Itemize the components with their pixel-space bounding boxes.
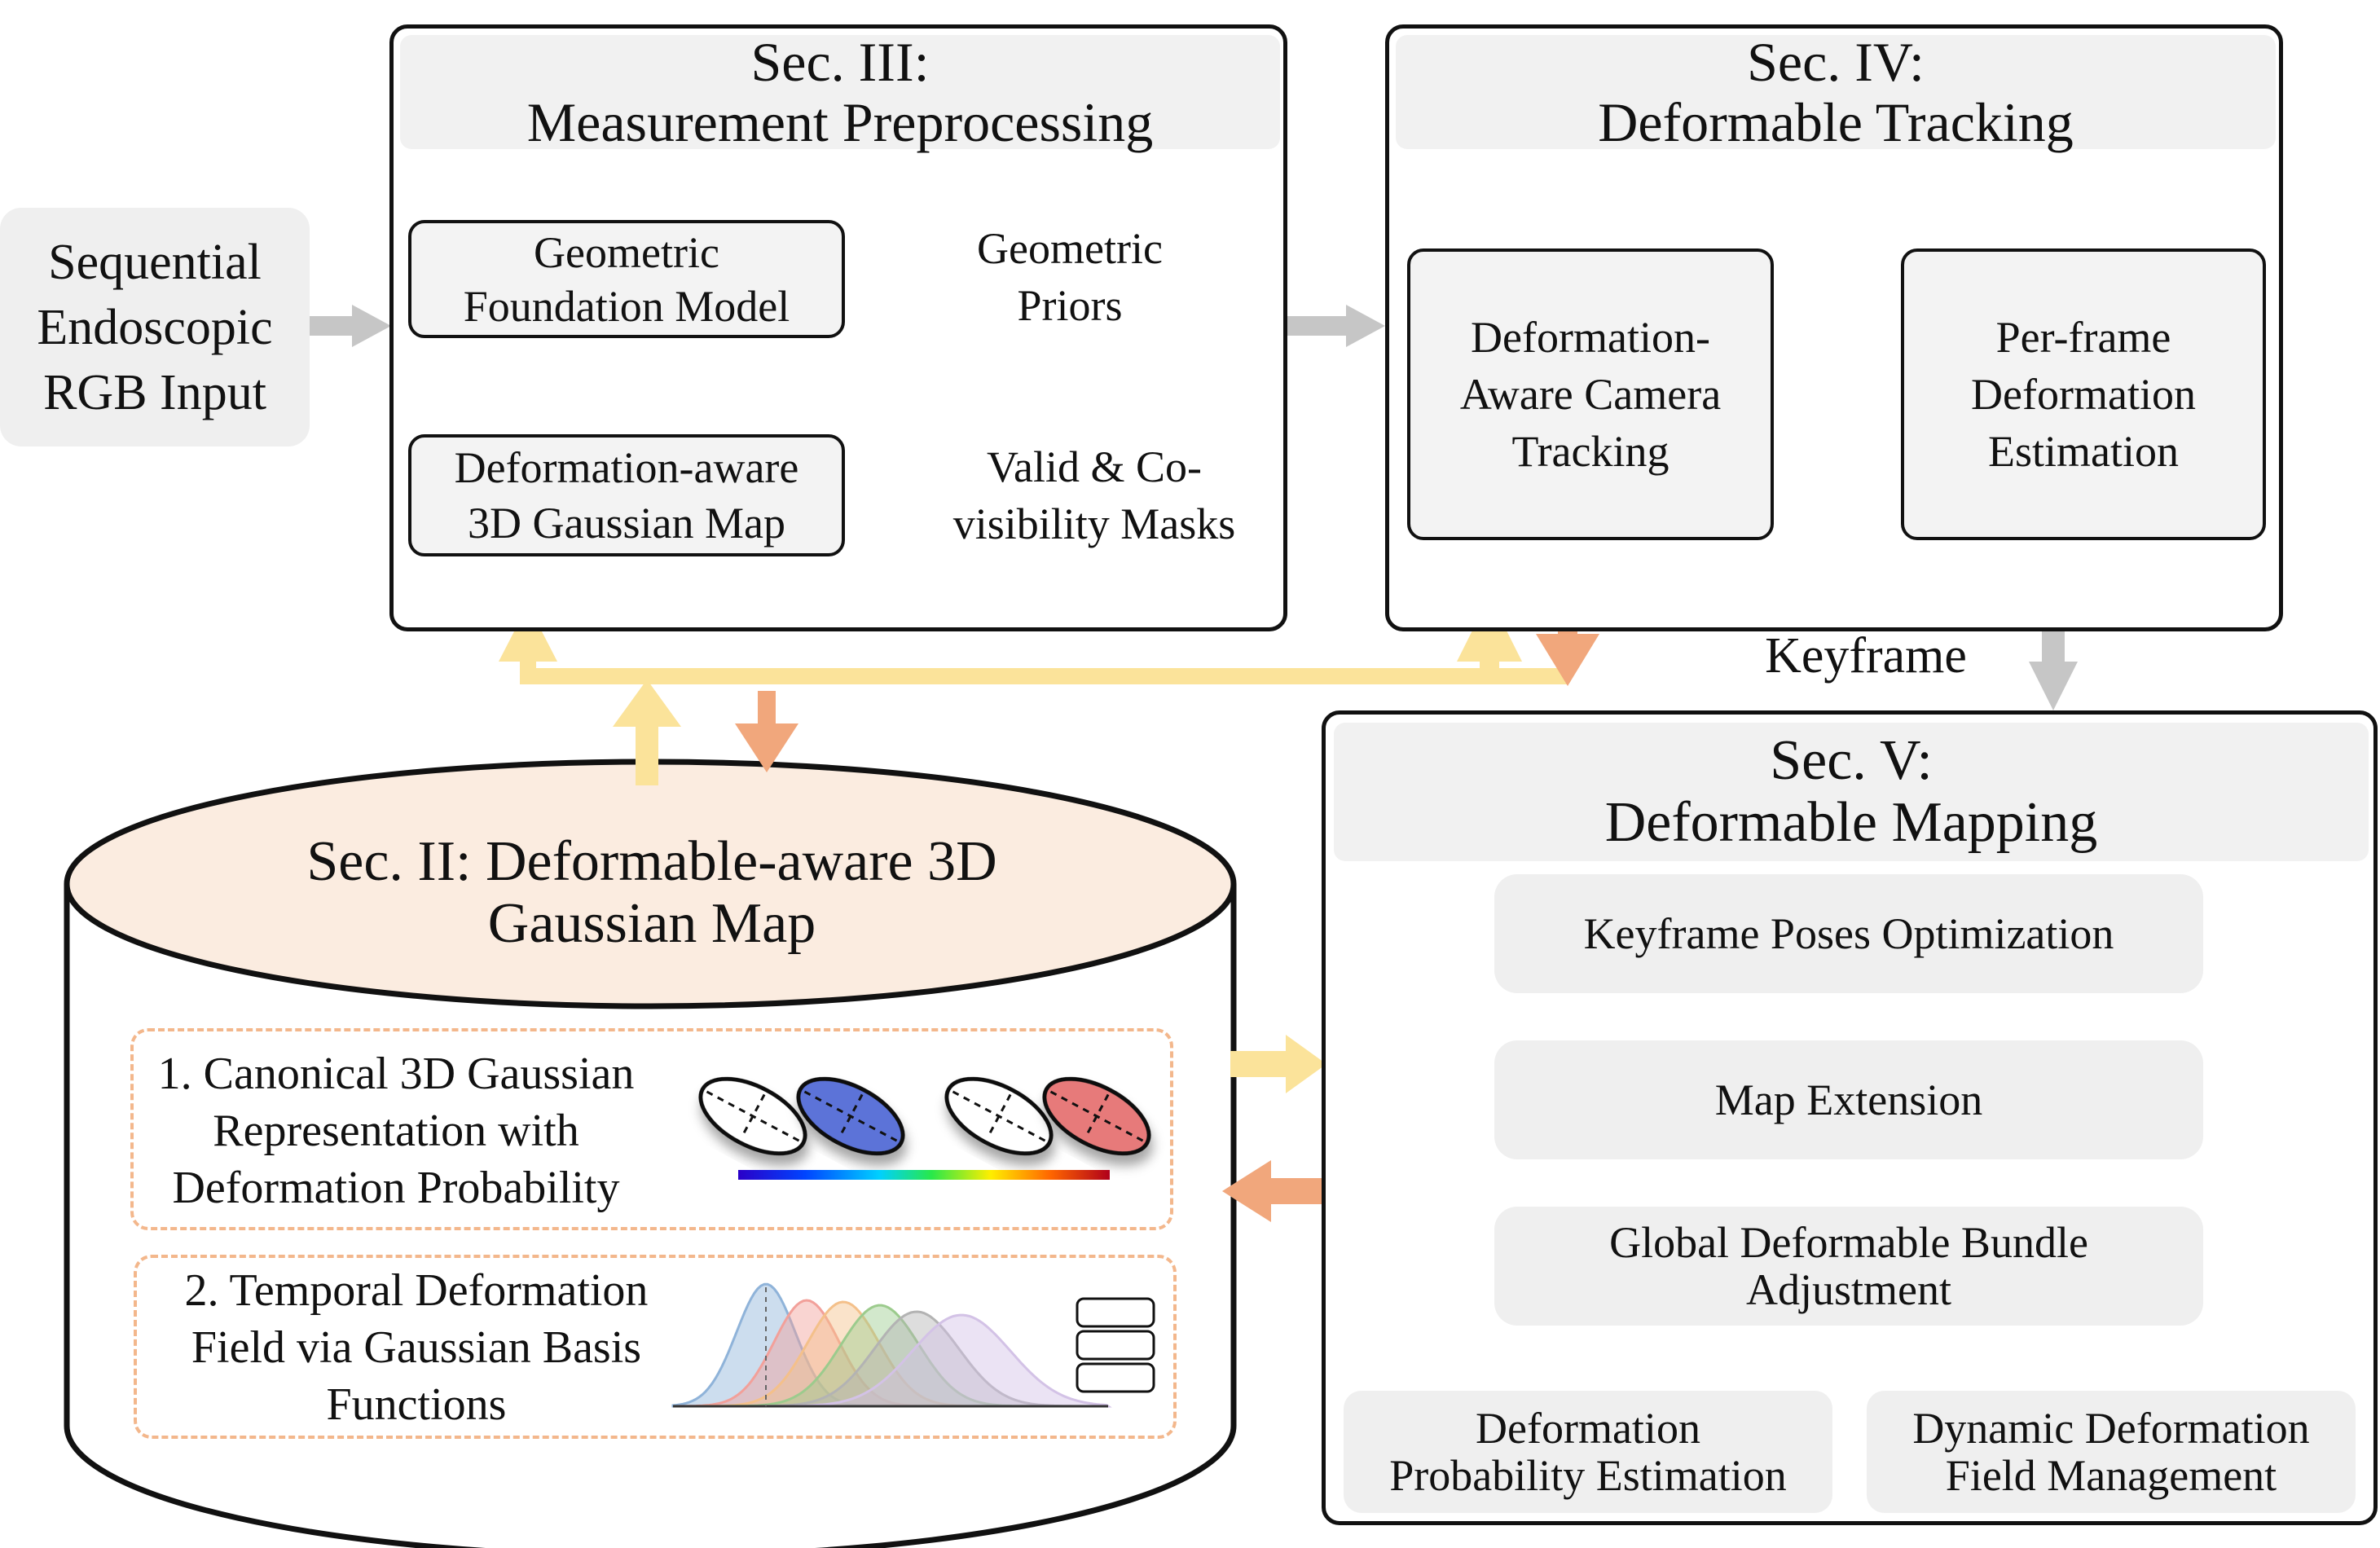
- geometric-priors-label: Geometric Priors: [977, 224, 1163, 330]
- sec3-panel: Sec. III: Measurement Preprocessing Geom…: [389, 24, 1287, 631]
- temporal-deformation-text: 2. Temporal Deformation Field via Gaussi…: [184, 1265, 649, 1430]
- keyframe-poses-optimization-step: Keyframe Poses Optimization: [1494, 874, 2203, 993]
- deformation-probability-estimation-box: Deformation Probability Estimation: [1344, 1391, 1832, 1513]
- canonical-gaussian-item: [130, 1028, 1173, 1230]
- orange-arrow-from-sec4: [1536, 634, 1599, 686]
- gaussian-ellipses: [698, 1076, 1151, 1156]
- arrow-input-to-sec3: [308, 305, 391, 347]
- yellow-arrow-map-up: [613, 679, 681, 727]
- yellow-arrowhead-sec3: [499, 605, 557, 662]
- sec5-header: Sec. V: Deformable Mapping: [1334, 723, 2369, 861]
- input-box: Sequential Endoscopic RGB Input: [0, 208, 310, 446]
- temporal-deformation-item: [134, 1255, 1177, 1439]
- global-bundle-adjustment-step: Global Deformable Bundle Adjustment: [1494, 1207, 2203, 1326]
- input-label: Sequential Endoscopic RGB Input: [37, 234, 273, 420]
- orange-arrow-mapping-to-map: [1222, 1160, 1336, 1222]
- probability-colorbar: [738, 1170, 1110, 1180]
- sec2-title: Sec. II: Deformable-aware 3D Gaussian Ma…: [306, 830, 997, 955]
- sec4-title: Sec. IV: Deformable Tracking: [1598, 31, 2074, 153]
- per-frame-deformation-box: Per-frame Deformation Estimation: [1901, 248, 2266, 540]
- orange-arrow-to-map: [735, 723, 798, 772]
- deformation-aware-map-box: Deformation-aware 3D Gaussian Map: [408, 434, 845, 556]
- dynamic-deformation-field-box: Dynamic Deformation Field Management: [1867, 1391, 2356, 1513]
- geometric-foundation-model-box: Geometric Foundation Model: [408, 220, 845, 338]
- sec3-title: Sec. III: Measurement Preprocessing: [526, 31, 1154, 153]
- map-extension-step: Map Extension: [1494, 1040, 2203, 1159]
- sec5-panel: Sec. V: Deformable Mapping Keyframe Pose…: [1322, 710, 2378, 1525]
- map-cylinder: [64, 759, 1237, 1548]
- masks-label: Valid & Co- visibility Masks: [952, 442, 1236, 548]
- sec3-header: Sec. III: Measurement Preprocessing: [400, 31, 1280, 153]
- sec4-header: Sec. IV: Deformable Tracking: [1396, 31, 2276, 153]
- yellow-arrow-map-to-mapping: [1230, 1035, 1326, 1093]
- sec4-panel: Sec. IV: Deformable Tracking Deformation…: [1385, 24, 2283, 631]
- gaussian-ellipse-blue: [796, 1076, 905, 1156]
- gaussian-ellipse-red: [1042, 1076, 1151, 1156]
- sec5-title: Sec. V: Deformable Mapping: [1604, 729, 2098, 854]
- gaussian-ellipse-white-1: [698, 1076, 807, 1156]
- arrow-sec3-to-sec4: [1287, 305, 1385, 347]
- arrow-tracking-to-mapping: [2029, 601, 2078, 710]
- camera-tracking-box: Deformation- Aware Camera Tracking: [1407, 248, 1774, 540]
- gaussian-basis-plot: [671, 1282, 1155, 1408]
- gaussian-ellipse-white-2: [944, 1076, 1054, 1156]
- gray-arrows: [308, 305, 2078, 710]
- canonical-gaussian-text: 1. Canonical 3D Gaussian Representation …: [157, 1049, 635, 1213]
- keyframe-label: Keyframe: [1765, 627, 1967, 684]
